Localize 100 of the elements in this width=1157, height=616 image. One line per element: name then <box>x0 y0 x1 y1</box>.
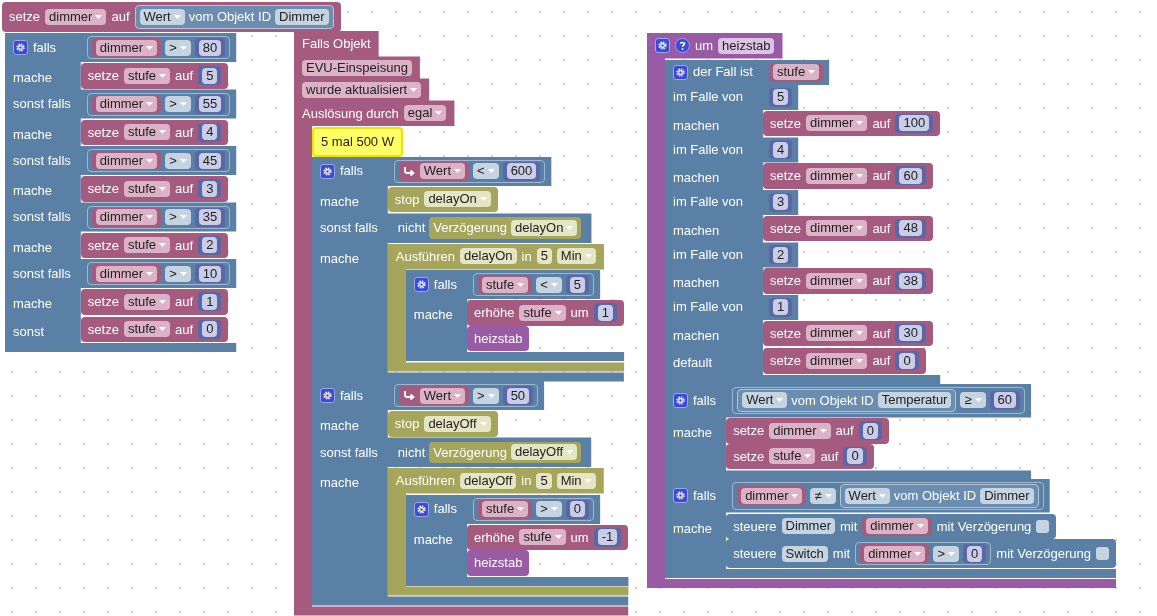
block-label: Falls Objekt <box>302 35 371 53</box>
set-variable-block <box>80 232 229 258</box>
dropdown-field: dimmer <box>806 167 868 184</box>
dropdown-field: dimmer <box>95 152 158 169</box>
dropdown-field: Wert <box>419 163 466 179</box>
dropdown-field: Wert <box>419 387 466 404</box>
function-block <box>647 33 1116 588</box>
block-label: falls <box>340 162 364 181</box>
block-label: setze <box>87 320 119 339</box>
dropdown-field: dimmer <box>806 352 868 369</box>
block-label: falls <box>340 386 364 405</box>
control-block <box>726 539 1116 568</box>
text-field: Switch <box>781 545 828 562</box>
block-label: Verzögerung <box>433 443 507 462</box>
block-label: auf <box>175 67 194 85</box>
block-label: machen <box>673 274 720 292</box>
text-field: Dimmer <box>980 487 1034 504</box>
number-field: 5 <box>202 67 218 84</box>
if-block <box>5 33 237 352</box>
number-block <box>194 151 226 170</box>
block-label: erhöhe <box>473 528 515 547</box>
timer-running-block <box>429 441 582 463</box>
block-label: setze <box>87 293 119 311</box>
block-label: machen <box>673 116 720 135</box>
dropdown-field: > <box>165 39 191 56</box>
dropdown-field: stufe <box>519 529 566 546</box>
if-block <box>405 270 624 361</box>
block-label: Verzögerung <box>433 219 507 237</box>
block-label: auf <box>872 219 891 238</box>
block-label: setze <box>769 352 802 370</box>
text-field: Dimmer <box>275 8 329 25</box>
block-label: machen <box>673 221 720 240</box>
block-label: sonst falls <box>320 219 378 237</box>
block-label: auf <box>835 422 854 440</box>
block-label: mache <box>320 417 360 435</box>
block-label: falls <box>33 38 57 57</box>
block-label: auf <box>175 180 194 198</box>
dropdown-field: stufe <box>123 237 171 254</box>
dropdown-field: dimmer <box>741 487 803 504</box>
number-field: 30 <box>899 325 922 342</box>
text-field: delayOn <box>460 248 517 265</box>
number-block <box>502 386 534 405</box>
dropdown-field: dimmer <box>95 39 158 56</box>
block-label: setze <box>769 324 802 343</box>
block-label: im Falle von <box>673 245 744 264</box>
compare-block <box>393 384 539 407</box>
block-label: mit <box>840 517 858 536</box>
block-label: heizstab <box>473 554 523 572</box>
dropdown-field: Wert <box>742 392 788 409</box>
block-label: Ausführen <box>395 472 456 490</box>
number-field: 48 <box>899 220 922 237</box>
number-block <box>768 245 793 264</box>
number-field: 3 <box>202 180 218 197</box>
dropdown-field: dimmer <box>769 422 831 439</box>
block-label: mache <box>320 192 360 211</box>
block-label: sonst falls <box>13 95 71 114</box>
block-label: im Falle von <box>673 88 744 107</box>
number-field: 3 <box>772 194 789 210</box>
if-block <box>312 381 629 606</box>
variable-block <box>860 544 930 563</box>
dropdown-field: stufe <box>123 67 171 84</box>
dropdown-field: dimmer <box>866 518 928 535</box>
block-label: um <box>570 304 589 322</box>
number-field: 2 <box>202 237 218 254</box>
block-label: im Falle von <box>673 298 744 317</box>
number-block <box>768 140 793 159</box>
block-label: mache <box>13 182 53 200</box>
block-label: Ausführen <box>395 247 456 266</box>
number-field: 0 <box>569 501 585 517</box>
block-label: setze <box>9 8 41 26</box>
block-label: mache <box>13 69 53 87</box>
number-field: 0 <box>899 352 915 369</box>
dropdown-field: stufe <box>123 180 171 197</box>
number-field: 100 <box>899 115 930 132</box>
block-label: auf <box>872 272 891 290</box>
number-block <box>565 275 589 294</box>
set-variable-block <box>762 268 933 294</box>
block-label: nicht <box>397 219 426 237</box>
block-label: setze <box>769 272 802 290</box>
number-field: -1 <box>597 529 618 546</box>
number-block <box>194 264 226 283</box>
dropdown-field: delayOn <box>424 191 491 208</box>
number-field: 1 <box>202 293 218 310</box>
if-block <box>312 156 624 381</box>
variable-block <box>398 161 470 181</box>
dropdown-field: dimmer <box>806 115 868 132</box>
compare-block <box>855 542 992 565</box>
text-field: Temperatur <box>877 392 952 409</box>
block-label: in <box>521 472 532 490</box>
timeout-block <box>387 468 629 596</box>
dropdown-field: dimmer <box>45 8 107 25</box>
dropdown-field: stufe <box>123 293 171 310</box>
block-label: mit <box>832 544 851 563</box>
switch-block <box>665 59 941 384</box>
block-label: setze <box>87 67 119 85</box>
dropdown-field: > <box>536 501 562 517</box>
number-field: 5 <box>569 276 585 293</box>
get-state-block <box>839 484 1039 508</box>
compare-block <box>86 92 231 116</box>
block-label: auf <box>872 114 891 133</box>
